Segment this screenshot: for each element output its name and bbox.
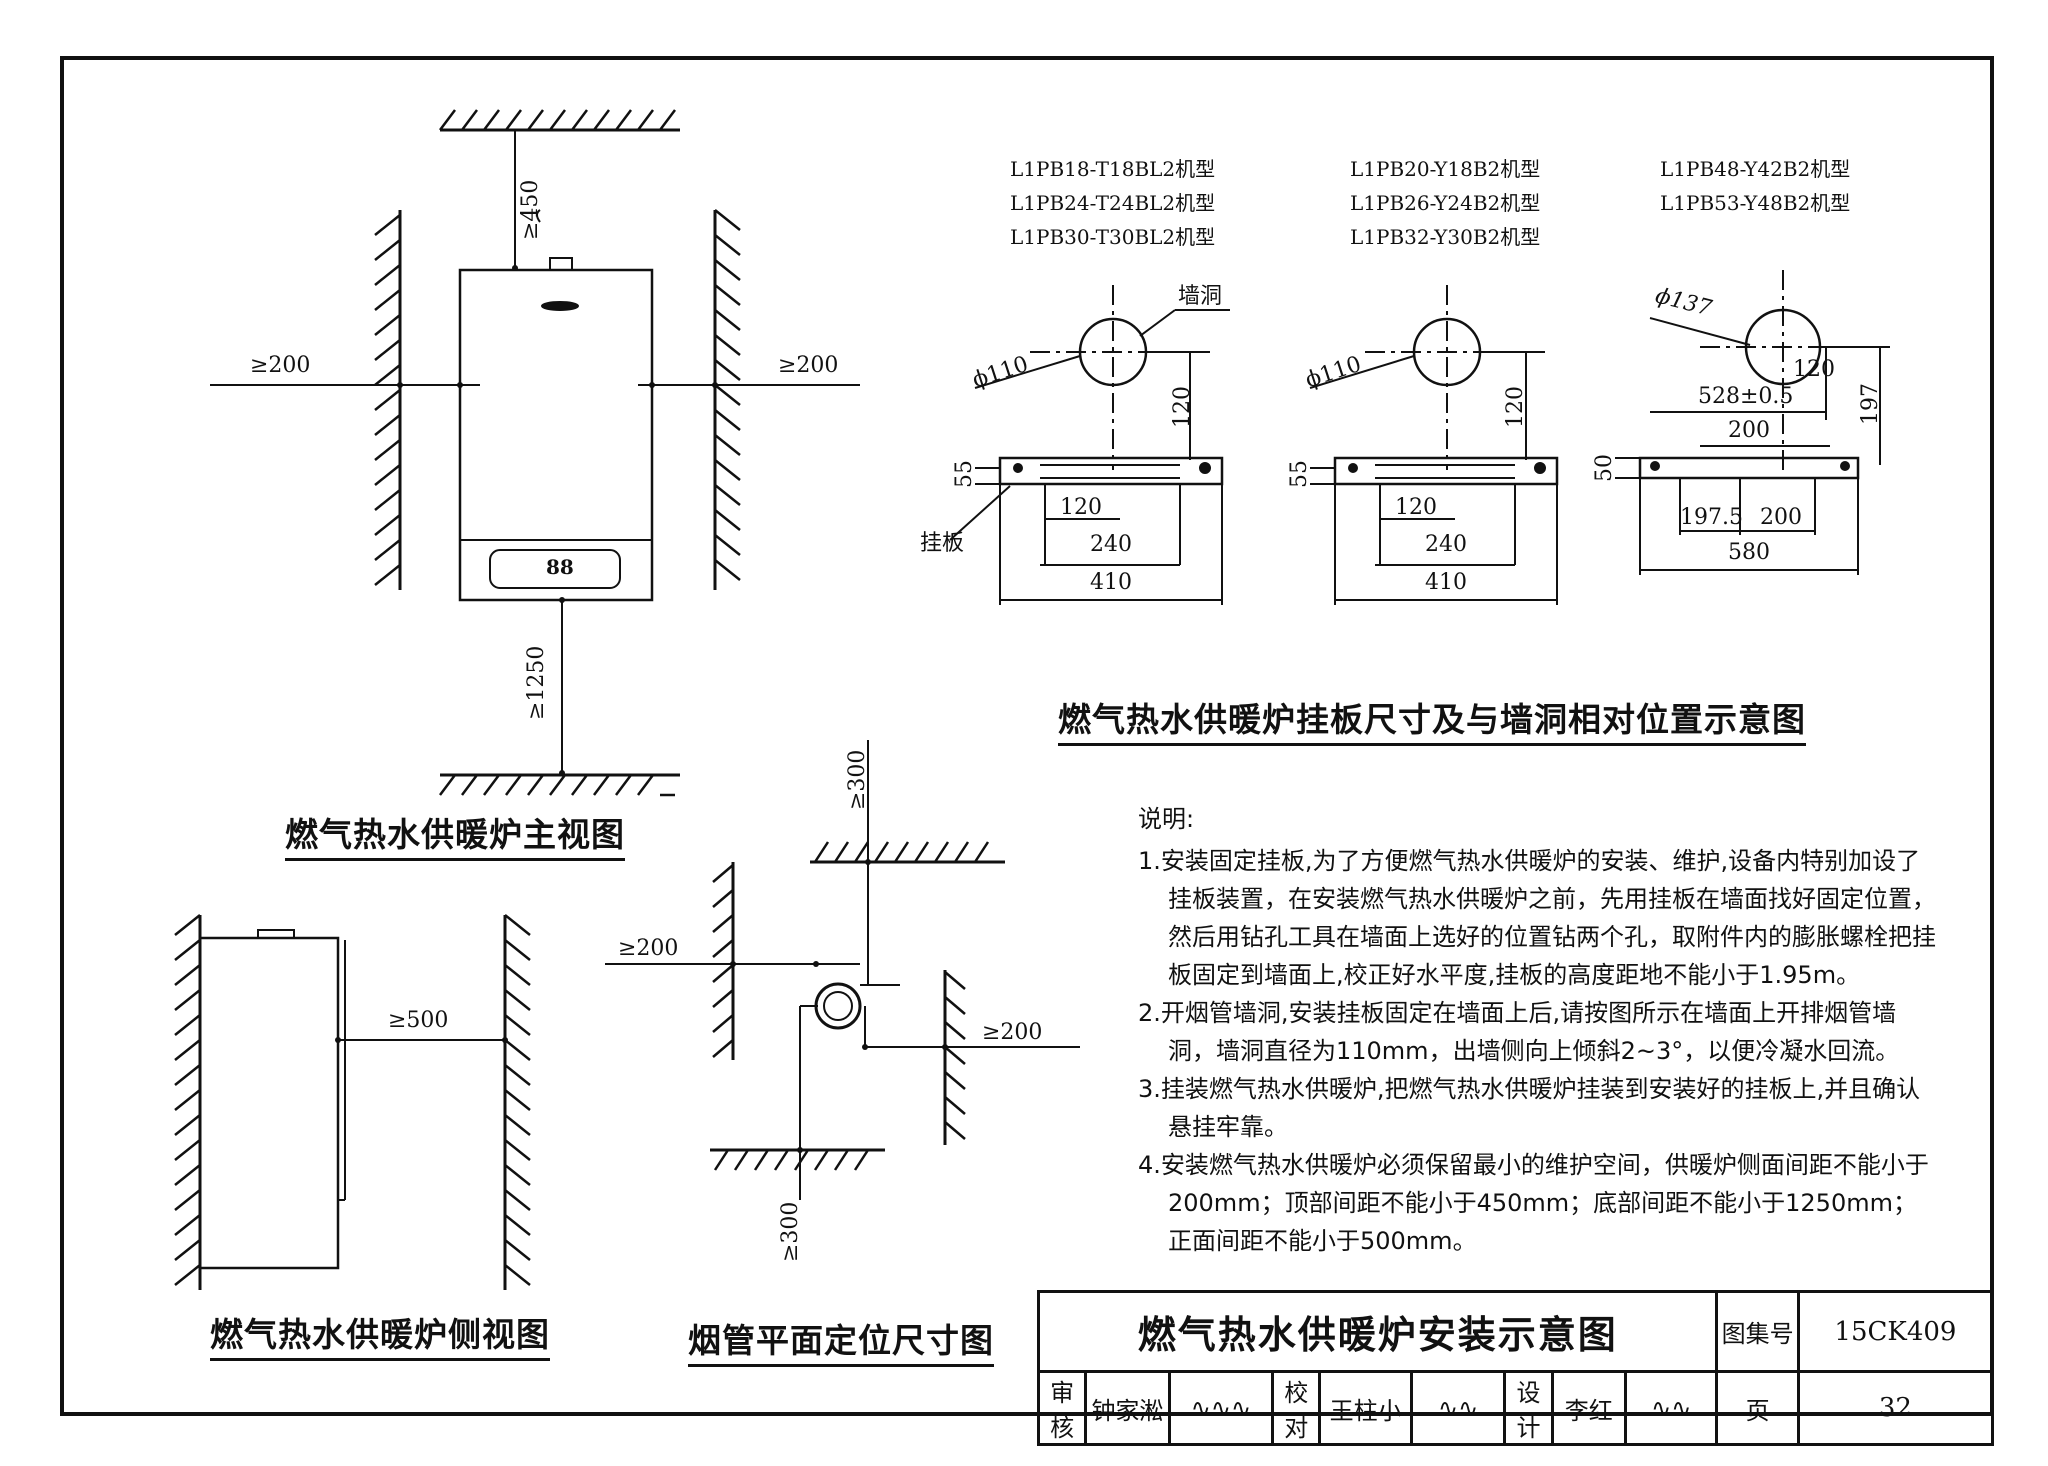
notes-heading: 说明:: [1138, 805, 1195, 833]
design-label: 设计: [1503, 1370, 1554, 1446]
flue-dim-left: ≥200: [618, 936, 679, 961]
note-item: 2.开烟管墙洞,安装挂板固定在墙面上后,请按图所示在墙面上开排烟管墙洞，墙洞直径…: [1138, 999, 1900, 1065]
bracket-group-3: [1615, 270, 1890, 575]
bracket-diagram-title: 燃气热水供暖炉挂板尺寸及与墙洞相对位置示意图: [1058, 693, 1806, 746]
mount-bracket-2: [1333, 456, 1559, 486]
group3-model-2: L1PB53-Y48B2机型: [1660, 191, 1851, 215]
group1-hole-label: 墙洞: [1178, 284, 1223, 309]
group1-bracket-height: 55: [952, 460, 977, 488]
group2-v-offset: 120: [1503, 386, 1528, 428]
group3-v-total: 197: [1858, 383, 1883, 425]
flue-pipe: [814, 982, 862, 1030]
atlas-number: 15CK409: [1796, 1290, 1995, 1373]
note-item: 4.安装燃气热水供暖炉必须保留最小的维护空间，供暖炉侧面间距不能小于200mm；…: [1138, 1151, 1929, 1255]
flue-plan-drawing: [605, 740, 1080, 1200]
boiler-side: [198, 936, 340, 1270]
reviewer-signature: ∿∿∿: [1167, 1370, 1275, 1446]
flue-plan-title: 烟管平面定位尺寸图: [688, 1314, 994, 1367]
mount-bracket-1: [998, 456, 1224, 486]
front-dim-bottom: ≥1250: [524, 645, 549, 720]
group1-model-3: L1PB30-T30BL2机型: [1010, 225, 1216, 249]
front-dim-top: ≥450: [518, 179, 543, 240]
group2-dim-3: 410: [1425, 570, 1467, 595]
note-item: 1.安装固定挂板,为了方便燃气热水供暖炉的安装、维护,设备内特别加设了挂板装置，…: [1138, 847, 1936, 989]
drawing-frame: [60, 56, 1994, 1416]
checker-name: 王柱小: [1318, 1370, 1413, 1446]
flue-dim-right: ≥200: [982, 1020, 1043, 1045]
ceiling-hatch: [439, 109, 676, 131]
side-view-title: 燃气热水供暖炉侧视图: [210, 1308, 550, 1361]
group3-dim-2: 200: [1728, 418, 1770, 443]
group1-v-offset: 120: [1170, 386, 1195, 428]
front-dim-right: ≥200: [778, 353, 839, 378]
check-label: 校对: [1271, 1370, 1322, 1446]
control-panel: [489, 549, 621, 589]
installation-notes: 说明: 1.安装固定挂板,为了方便燃气热水供暖炉的安装、维护,设备内特别加设了挂…: [1138, 800, 1938, 1260]
front-view-title: 燃气热水供暖炉主视图: [285, 808, 625, 861]
checker-signature: ∿∿: [1409, 1370, 1507, 1446]
group2-model-2: L1PB26-Y24B2机型: [1350, 191, 1541, 215]
flue-dim-top: ≥300: [845, 749, 870, 810]
atlas-label: 图集号: [1715, 1290, 1800, 1373]
group1-dim-1: 120: [1060, 495, 1102, 520]
group2-model-1: L1PB20-Y18B2机型: [1350, 157, 1541, 181]
front-view-drawing: [210, 109, 860, 797]
group3-dim-5: 580: [1728, 540, 1770, 565]
group1-dim-2: 240: [1090, 532, 1132, 557]
boiler-display: 88: [546, 555, 574, 579]
group2-dim-2: 240: [1425, 532, 1467, 557]
designer-name: 李红: [1550, 1370, 1627, 1446]
group3-bracket-height: 50: [1592, 454, 1617, 482]
group3-dim-3: 197.5: [1680, 505, 1743, 530]
page-number: 32: [1796, 1370, 1995, 1446]
flue-dim-bottom: ≥300: [778, 1201, 803, 1262]
bracket-group-1: [949, 285, 1230, 605]
side-dim-front: ≥500: [388, 1008, 449, 1033]
note-item: 3.挂装燃气热水供暖炉,把燃气热水供暖炉挂装到安装好的挂板上,并且确认悬挂牢靠。: [1138, 1075, 1921, 1141]
title-block: 燃气热水供暖炉安装示意图 图集号 15CK409 审核 钟家淞 ∿∿∿ 校对 王…: [1036, 1290, 1995, 1446]
reviewer-name: 钟家淞: [1084, 1370, 1171, 1446]
group1-dim-3: 410: [1090, 570, 1132, 595]
group2-dim-1: 120: [1395, 495, 1437, 520]
group3-model-1: L1PB48-Y42B2机型: [1660, 157, 1851, 181]
group2-bracket-height: 55: [1287, 460, 1312, 488]
group1-model-1: L1PB18-T18BL2机型: [1010, 157, 1216, 181]
group3-dim-1: 528±0.5: [1698, 384, 1794, 409]
page-label: 页: [1715, 1370, 1800, 1446]
mount-bracket-3: [1638, 456, 1860, 480]
group3-dim-4: 200: [1760, 505, 1802, 530]
side-view-drawing: [174, 914, 531, 1290]
front-dim-left: ≥200: [250, 353, 311, 378]
review-label: 审核: [1036, 1370, 1088, 1446]
group1-bracket-label: 挂板: [920, 531, 965, 556]
bracket-group-2: [1309, 285, 1559, 605]
group3-v-offset: 120: [1793, 357, 1835, 382]
designer-signature: ∿∿: [1623, 1370, 1719, 1446]
group1-model-2: L1PB24-T24BL2机型: [1010, 191, 1216, 215]
drawing-title: 燃气热水供暖炉安装示意图: [1036, 1290, 1719, 1373]
group2-model-3: L1PB32-Y30B2机型: [1350, 225, 1541, 249]
